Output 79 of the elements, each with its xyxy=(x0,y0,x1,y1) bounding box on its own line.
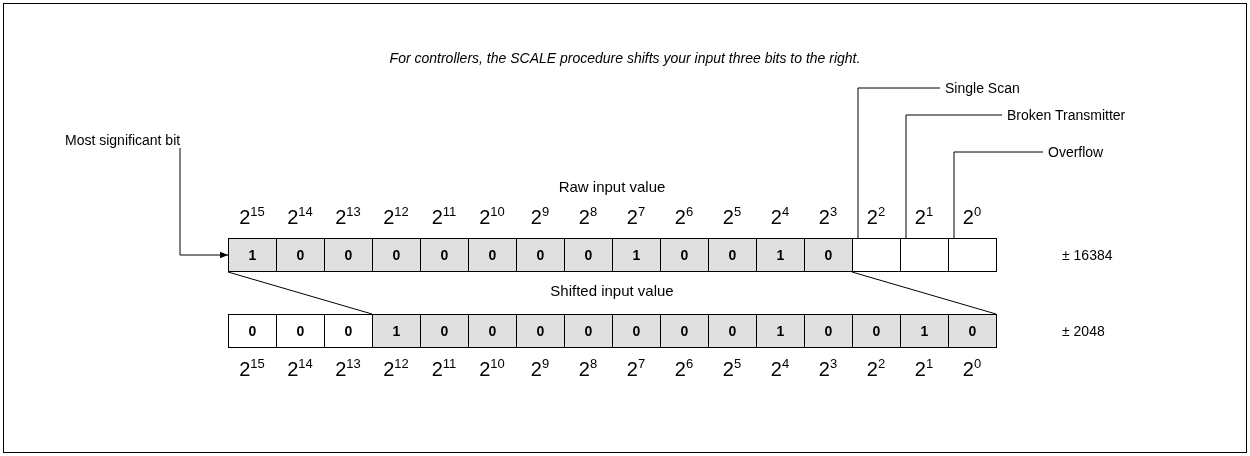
range-label: ± 16384 xyxy=(1062,247,1113,263)
bit-cell: 0 xyxy=(660,238,709,272)
bit-cell: 0 xyxy=(804,314,853,348)
bit-weight-label: 2$^{13}$ xyxy=(334,355,362,381)
bit-cell: 0 xyxy=(852,314,901,348)
bit-weight-label: 2$^{8}$ xyxy=(577,203,599,229)
bit-cell: 0 xyxy=(372,238,421,272)
bit-cell: 0 xyxy=(564,238,613,272)
bit-weight-label: 2$^{15}$ xyxy=(238,203,266,229)
projection-line xyxy=(227,271,373,315)
bit-weight-label: 2$^{9}$ xyxy=(529,355,551,381)
bit-weight-label: 2$^{9}$ xyxy=(529,203,551,229)
bit-weight-label: 2$^{3}$ xyxy=(817,203,839,229)
bit-cell: 1 xyxy=(612,238,661,272)
bit-weight-label: 2$^{13}$ xyxy=(334,203,362,229)
bit-cell: 0 xyxy=(228,314,277,348)
bit-cell: 0 xyxy=(516,314,565,348)
bit-weight-label: 2$^{4}$ xyxy=(769,203,791,229)
bit-cell: 0 xyxy=(324,314,373,348)
leader-line xyxy=(905,114,1003,239)
bit-cell: 1 xyxy=(756,238,805,272)
leader-line xyxy=(953,151,1044,239)
bit-cell xyxy=(900,238,949,272)
bit-cell: 0 xyxy=(420,314,469,348)
bit-cell xyxy=(852,238,901,272)
bit-cell: 1 xyxy=(900,314,949,348)
leader-line xyxy=(857,87,941,239)
bit-weight-label: 2$^{7}$ xyxy=(625,355,647,381)
bit-weight-label: 2$^{14}$ xyxy=(286,203,314,229)
bit-weight-label: 2$^{15}$ xyxy=(238,355,266,381)
bit-cell: 1 xyxy=(756,314,805,348)
bit-weight-label: 2$^{12}$ xyxy=(382,203,410,229)
bit-cell: 0 xyxy=(708,314,757,348)
bit-cell: 1 xyxy=(372,314,421,348)
row-title: Raw input value xyxy=(557,178,667,195)
range-label: ± 2048 xyxy=(1062,323,1105,339)
bit-cell: 0 xyxy=(276,314,325,348)
bit-weight-label: 2$^{14}$ xyxy=(286,355,314,381)
callout-label: Most significant bit xyxy=(65,132,181,148)
bit-weight-label: 2$^{11}$ xyxy=(430,203,458,229)
row-title: Shifted input value xyxy=(549,282,675,299)
callout-label: Overflow xyxy=(1048,144,1104,160)
bit-weight-label: 2$^{12}$ xyxy=(382,355,410,381)
bit-weight-label: 2$^{5}$ xyxy=(721,203,743,229)
projection-line xyxy=(851,271,997,315)
bit-cell: 0 xyxy=(708,238,757,272)
bit-weight-label: 2$^{5}$ xyxy=(721,355,743,381)
callout-label: Single Scan xyxy=(945,80,1020,96)
bit-cell: 0 xyxy=(516,238,565,272)
bit-cell: 0 xyxy=(468,314,517,348)
bit-weight-label: 2$^{1}$ xyxy=(913,355,935,381)
bit-weight-label: 2$^{6}$ xyxy=(673,355,695,381)
bit-cell: 1 xyxy=(228,238,277,272)
bit-weight-label: 2$^{10}$ xyxy=(478,355,506,381)
bit-weight-label: 2$^{2}$ xyxy=(865,355,887,381)
bit-weight-label: 2$^{8}$ xyxy=(577,355,599,381)
bit-weight-label: 2$^{2}$ xyxy=(865,203,887,229)
bit-weight-label: 2$^{10}$ xyxy=(478,203,506,229)
bit-cell: 0 xyxy=(948,314,997,348)
bit-weight-label: 2$^{7}$ xyxy=(625,203,647,229)
bit-cell: 0 xyxy=(276,238,325,272)
bit-weight-label: 2$^{0}$ xyxy=(961,203,983,229)
bit-cell: 0 xyxy=(324,238,373,272)
bit-weight-label: 2$^{1}$ xyxy=(913,203,935,229)
bit-cell: 0 xyxy=(612,314,661,348)
bit-weight-label: 2$^{11}$ xyxy=(430,355,458,381)
bit-cell xyxy=(948,238,997,272)
bit-cell: 0 xyxy=(804,238,853,272)
bit-weight-label: 2$^{3}$ xyxy=(817,355,839,381)
bit-cell: 0 xyxy=(420,238,469,272)
callout-label: Broken Transmitter xyxy=(1007,107,1126,123)
bit-weight-label: 2$^{4}$ xyxy=(769,355,791,381)
bit-cell: 0 xyxy=(468,238,517,272)
bit-cell: 0 xyxy=(564,314,613,348)
bit-weight-label: 2$^{0}$ xyxy=(961,355,983,381)
bit-weight-label: 2$^{6}$ xyxy=(673,203,695,229)
caption-text: For controllers, the SCALE procedure shifts your input three bits to the right. xyxy=(388,50,862,66)
bit-cell: 0 xyxy=(660,314,709,348)
arrow xyxy=(179,147,229,259)
